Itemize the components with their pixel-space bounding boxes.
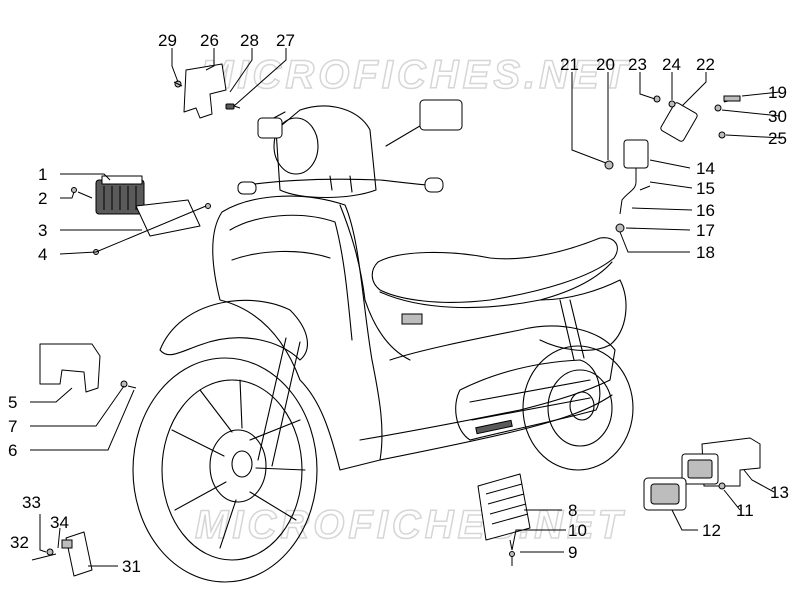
callout-27: 27 [276, 31, 295, 50]
leader-lines [30, 48, 783, 567]
callout-1: 1 [38, 165, 47, 184]
callout-13: 13 [770, 483, 789, 502]
callout-3: 3 [38, 221, 47, 240]
callout-2: 2 [38, 189, 47, 208]
callout-20: 20 [596, 55, 615, 74]
callout-5: 5 [8, 393, 17, 412]
callout-33: 33 [22, 493, 41, 512]
part-31-relay [31, 531, 93, 577]
watermark-top: MICROFICHES.NET [200, 53, 631, 97]
callout-7: 7 [8, 417, 17, 436]
part-8-control-unit [477, 473, 531, 566]
callout-12: 12 [702, 521, 721, 540]
callout-labels: 29 26 28 27 21 20 23 24 22 19 30 25 14 1… [8, 31, 789, 576]
relay-mount-assembly [604, 95, 741, 233]
callout-22: 22 [696, 55, 715, 74]
callout-21: 21 [560, 55, 579, 74]
callout-11: 11 [736, 501, 754, 520]
scooter-illustration [132, 99, 634, 583]
callout-31: 31 [122, 557, 141, 576]
callout-32: 32 [10, 533, 29, 552]
callout-34: 34 [50, 513, 69, 532]
callout-24: 24 [662, 55, 681, 74]
callout-14: 14 [696, 159, 715, 178]
callout-28: 28 [240, 31, 259, 50]
callout-25: 25 [768, 129, 787, 148]
part-5-bracket [39, 343, 137, 393]
part-1-regulator [71, 175, 211, 255]
part-26-bracket [173, 63, 241, 119]
callout-6: 6 [8, 441, 17, 460]
callout-18: 18 [696, 243, 715, 262]
callout-29: 29 [158, 31, 177, 50]
callout-23: 23 [628, 55, 647, 74]
callout-15: 15 [696, 179, 715, 198]
callout-10: 10 [568, 521, 587, 540]
part-11-12-13-relay-group [643, 437, 761, 511]
callout-8: 8 [568, 501, 577, 520]
callout-26: 26 [200, 31, 219, 50]
callout-4: 4 [38, 245, 47, 264]
callout-19: 19 [768, 83, 787, 102]
callout-17: 17 [696, 221, 715, 240]
callout-9: 9 [568, 543, 577, 562]
callout-30: 30 [768, 107, 787, 126]
callout-16: 16 [696, 201, 715, 220]
